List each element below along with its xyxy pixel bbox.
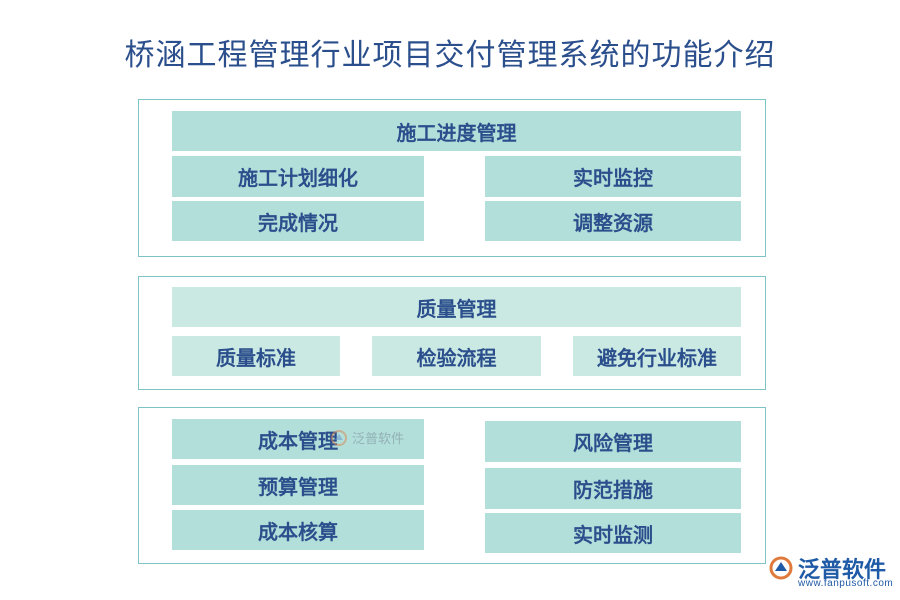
watermark: 泛普软件 — [330, 428, 404, 447]
plan-refinement-box: 施工计划细化 — [172, 156, 424, 197]
fanpu-logo-icon — [331, 429, 347, 446]
avoid-industry-standard-box: 避免行业标准 — [573, 336, 741, 376]
cost-accounting-box: 成本核算 — [172, 510, 424, 550]
page-title: 桥涵工程管理行业项目交付管理系统的功能介绍 — [124, 38, 776, 73]
fanpu-logo-icon — [769, 556, 793, 580]
quality-standard-box: 质量标准 — [172, 336, 340, 376]
budget-management-box: 预算管理 — [172, 465, 424, 505]
completion-status-box: 完成情况 — [172, 201, 424, 241]
brand-logo: 泛普软件 www.fanpusoft.com — [768, 552, 893, 589]
adjust-resources-box: 调整资源 — [485, 201, 741, 241]
watermark-text: 泛普软件 — [352, 431, 405, 446]
brand-url: www.fanpusoft.com — [798, 578, 894, 589]
real-time-detection-box: 实时监测 — [485, 513, 741, 553]
quality-management-header: 质量管理 — [172, 287, 741, 327]
prevention-measures-box: 防范措施 — [485, 468, 741, 509]
progress-management-header: 施工进度管理 — [172, 111, 741, 151]
inspection-process-box: 检验流程 — [372, 336, 541, 376]
brand-name: 泛普软件 — [798, 557, 887, 582]
cost-management-box: 成本管理 — [172, 419, 424, 459]
risk-management-box: 风险管理 — [485, 421, 741, 462]
real-time-monitoring-box: 实时监控 — [485, 156, 741, 197]
